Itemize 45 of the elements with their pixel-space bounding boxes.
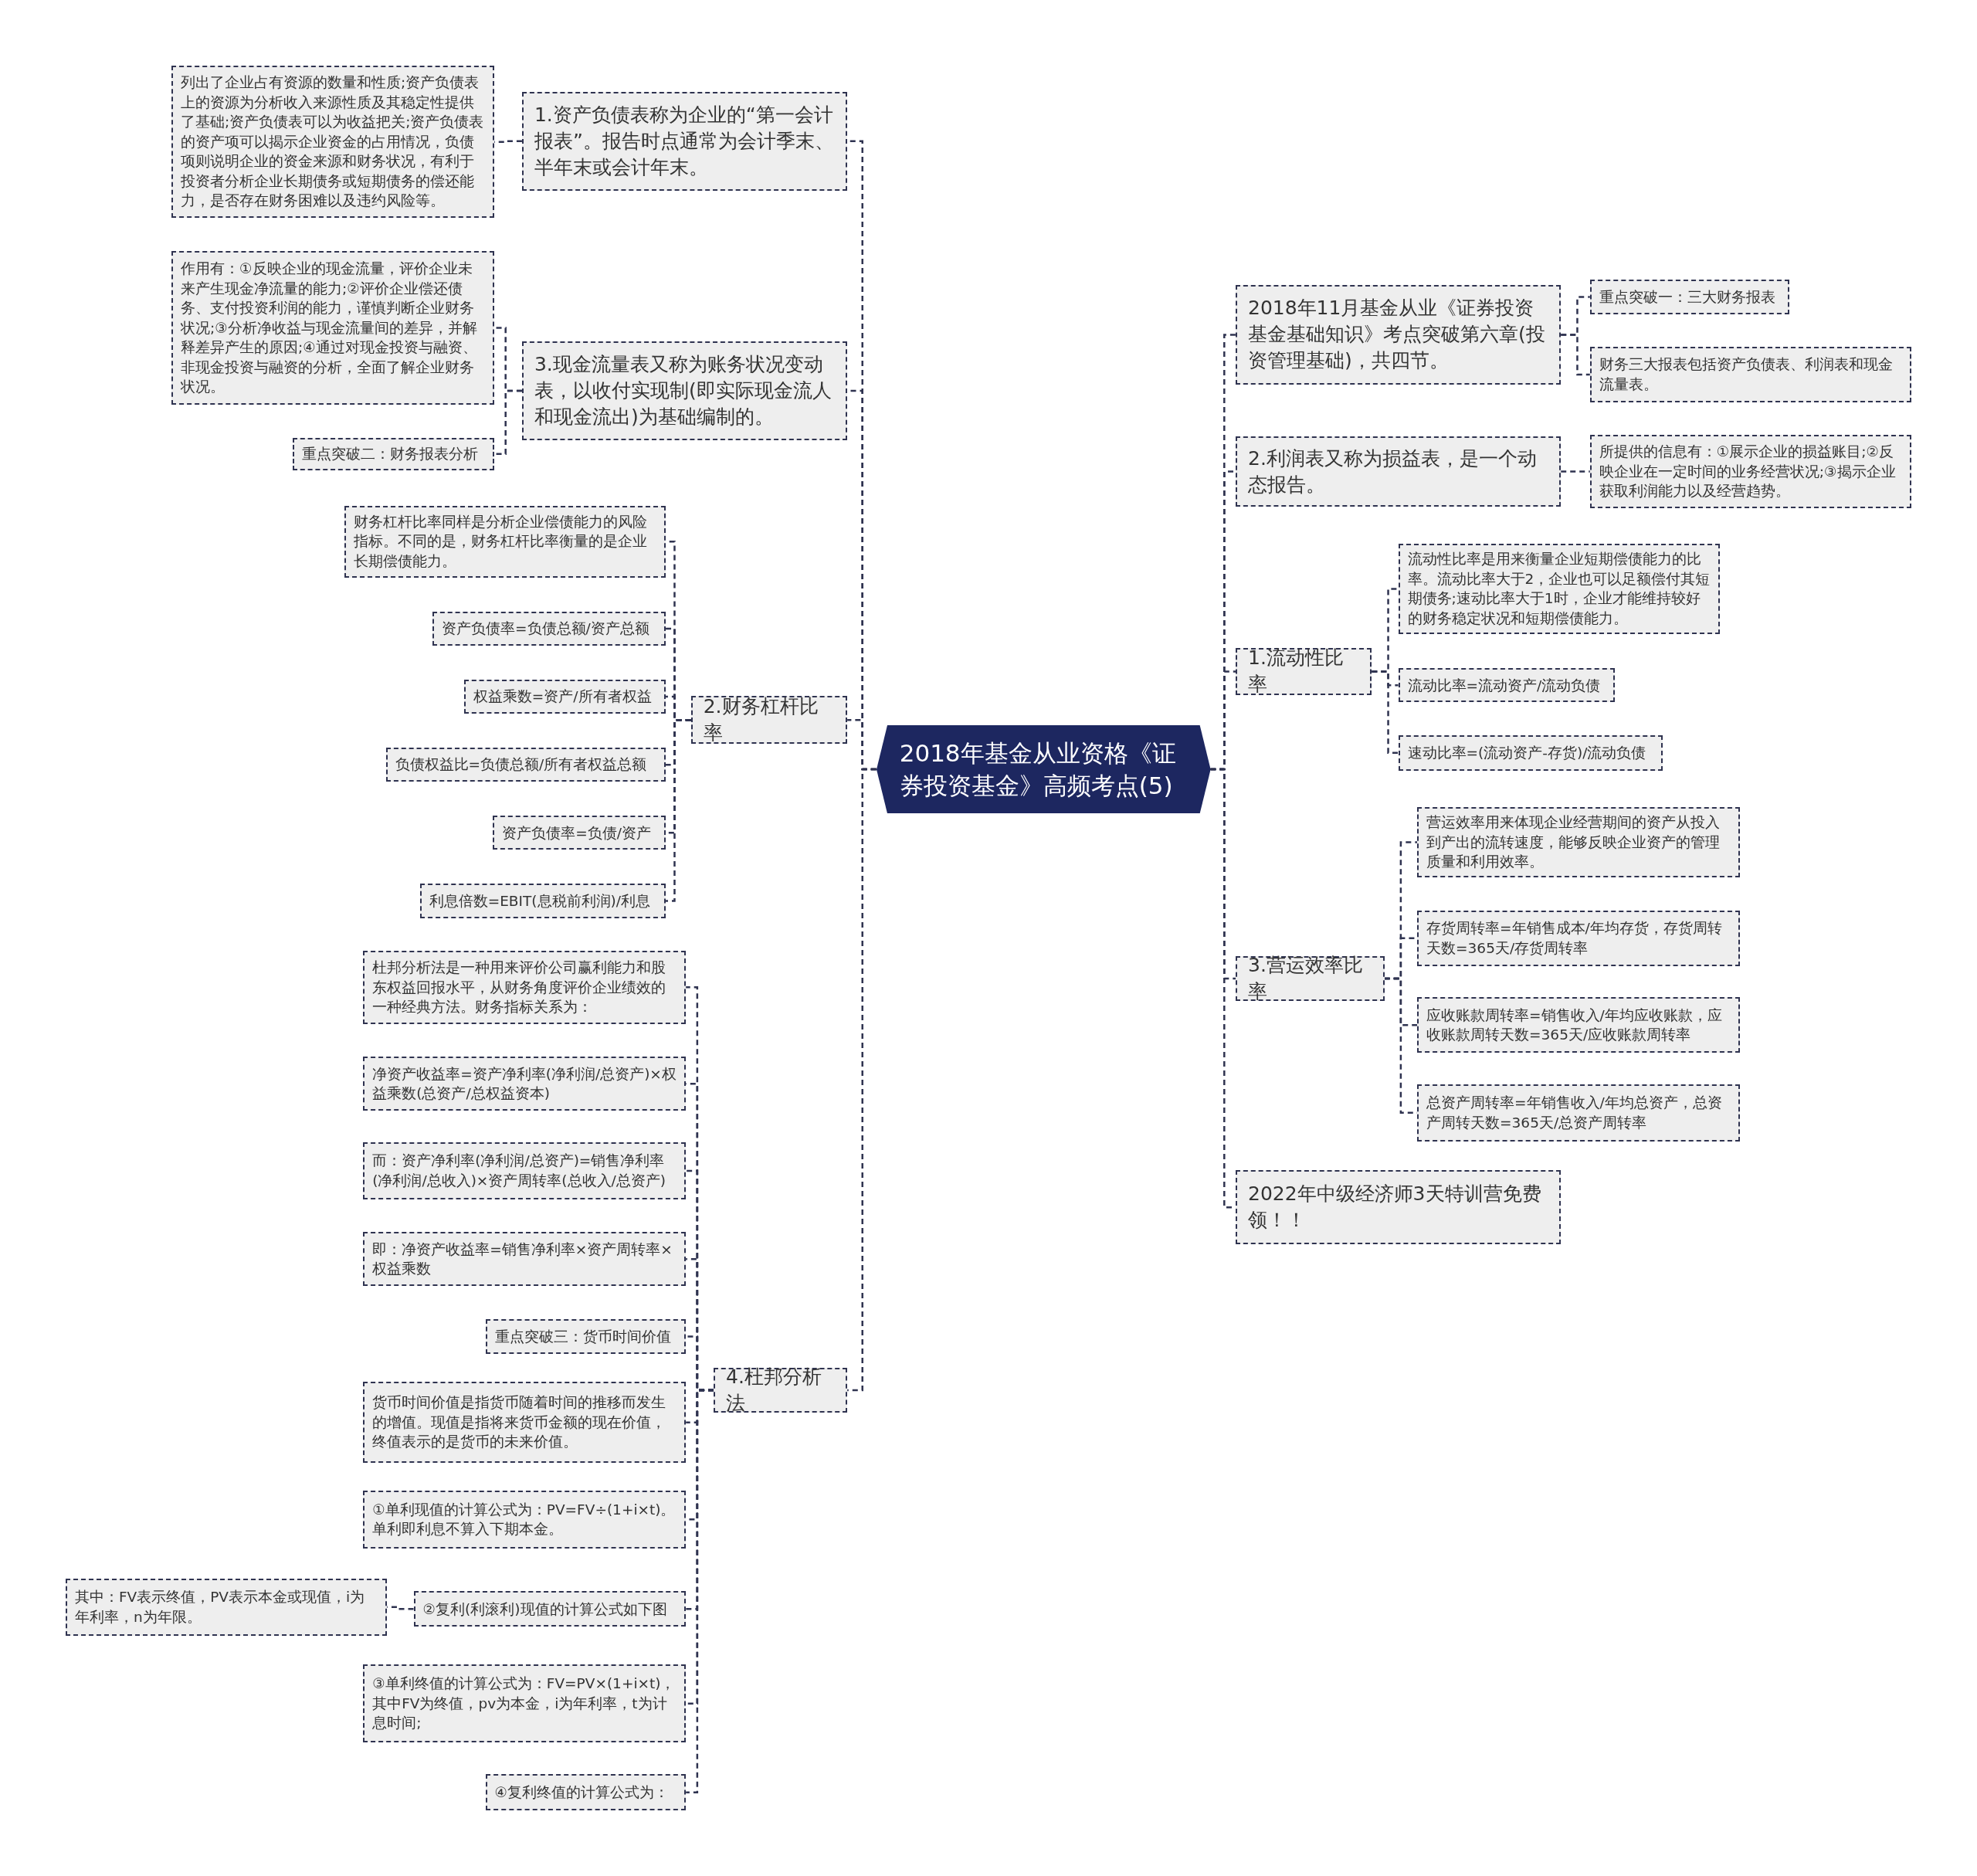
note-box: 营运效率用来体现企业经营期间的资产从投入到产出的流转速度，能够反映企业资产的管理质量和利用效率。 bbox=[1417, 806, 1741, 878]
note-box: 其中：FV表示终值，PV表示本金或现值，i为年利率，n为年限。 bbox=[65, 1579, 388, 1636]
note-box: 资产负债率=负债总额/资产总额 bbox=[432, 611, 666, 646]
topic-box: 2022年中级经济师3天特训营免费领！！ bbox=[1236, 1170, 1562, 1245]
note-box: 货币时间价值是指货币随着时间的推移而发生的增值。现值是指将来货币金额的现在价值，终值表示的是货币的未来价值。 bbox=[363, 1382, 687, 1463]
note-box: 资产负债率=负债/资产 bbox=[493, 816, 666, 850]
note-box: 权益乘数=资产/所有者权益 bbox=[463, 680, 666, 714]
note-box: 净资产收益率=资产净利率(净利润/总资产)×权益乘数(总资产/总权益资本) bbox=[363, 1057, 687, 1111]
note-box: 重点突破三：货币时间价值 bbox=[485, 1318, 687, 1355]
topic-box: 1.资产负债表称为企业的“第一会计报表”。报告时点通常为会计季末、半年末或会计年末。 bbox=[521, 92, 848, 191]
note-box: 流动性比率是用来衡量企业短期偿债能力的比率。流动比率大于2，企业也可以足额偿付其短期债务;速动比率大于1时，企业才能维持较好的财务稳定状况和短期偿债能力。 bbox=[1398, 543, 1720, 635]
note-box: 重点突破一：三大财务报表 bbox=[1589, 280, 1789, 314]
central-topic bbox=[876, 724, 1211, 814]
connector bbox=[1372, 670, 1399, 754]
topic-box: 3.现金流量表又称为账务状况变动表，以收付实现制(即实际现金流人和现金流出)为基础编制的。 bbox=[521, 341, 848, 440]
note-box: 财务杠杆比率同样是分析企业偿债能力的风险指标。不同的是，财务杠杆比率衡量的是企业长期偿债能力。 bbox=[344, 505, 666, 578]
note-box: 即：净资产收益率=销售净利率×资产周转率×权益乘数 bbox=[363, 1232, 687, 1287]
note-box: ②复利(利滚利)现值的计算公式如下图 bbox=[413, 1591, 687, 1627]
topic-box: 3.营运效率比率 bbox=[1236, 955, 1385, 1002]
note-box: ①单利现值的计算公式为：PV=FV÷(1+i×t)。单利即利息不算入下期本金。 bbox=[363, 1490, 687, 1549]
note-box: 总资产周转率=年销售收入/年均总资产，总资产周转天数=365天/总资产周转率 bbox=[1417, 1084, 1741, 1142]
connector bbox=[1561, 334, 1590, 376]
note-box: 财务三大报表包括资产负债表、利润表和现金流量表。 bbox=[1589, 346, 1912, 402]
note-box: 应收账款周转率=销售收入/年均应收账款，应收账款周转天数=365天/应收账款周转率 bbox=[1417, 997, 1741, 1053]
topic-box: 2.财务杠杆比率 bbox=[690, 696, 848, 745]
connector bbox=[494, 389, 522, 455]
note-box: 杜邦分析法是一种用来评价公司赢利能力和股东权益回报水平，从财务角度评价企业绩效的一种经典方法。财务指标关系为： bbox=[363, 951, 687, 1024]
note-box: 重点突破二：财务报表分析 bbox=[292, 437, 494, 470]
note-box: 速动比率=(流动资产-存货)/流动负债 bbox=[1398, 734, 1663, 771]
connector bbox=[666, 719, 691, 902]
note-box: 作用有：①反映企业的现金流量，评价企业未来产生现金净流量的能力;②评价企业偿还债务、支付投资利润的能力，谨慎判断企业财务状况;③分析净收益与现金流量间的差异，并解释差异产生的原因;④通过对现金投资与融资、非现金投资与融资的分析，全面了解企业财务状况。 bbox=[171, 250, 494, 405]
note-box: 流动比率=流动资产/流动负债 bbox=[1398, 668, 1616, 703]
topic-text: 2018年基金从业资格《证券投资基金》高频考点(5) bbox=[899, 738, 1177, 801]
note-box: 而：资产净利率(净利润/总资产)=销售净利率(净利润/总收入)×资产周转率(总收入/总资产) bbox=[363, 1142, 687, 1199]
note-box: 列出了企业占有资源的数量和性质;资产负债表上的资源为分析收入来源性质及其稳定性提供了基础;资产负债表可以为收益把关;资产负债表的资产项可以揭示企业资金的占用情况，负债项则说明企业的资金来源和财务状况，有利于投资者分析企业长期债务或短期债务的偿还能力，是否存在财务困难以及违约风险等。 bbox=[171, 65, 494, 219]
note-box: ④复利终值的计算公式为： bbox=[485, 1774, 687, 1811]
note-box: 负债权益比=负债总额/所有者权益总额 bbox=[385, 748, 666, 782]
note-box: ③单利终值的计算公式为：FV=PV×(1+i×t)，其中FV为终值，pv为本金，i为年利率，t为计息时间; bbox=[363, 1664, 687, 1743]
topic-box: 2.利润表又称为损益表，是一个动态报告。 bbox=[1236, 436, 1562, 507]
topic-box: 2018年11月基金从业《证券投资基金基础知识》考点突破第六章(投资管理基础)，共四节。 bbox=[1236, 284, 1562, 385]
topic-box: 4.杜邦分析法 bbox=[714, 1368, 848, 1413]
topic-box: 1.流动性比率 bbox=[1236, 648, 1372, 695]
note-box: 所提供的信息有：①展示企业的损益账目;②反映企业在一定时间的业务经营状况;③揭示企业获取利润能力以及经营趋势。 bbox=[1589, 435, 1912, 508]
note-box: 存货周转率=年销售成本/年均存货，存货周转天数=365天/存货周转率 bbox=[1417, 910, 1741, 966]
note-box: 利息倍数=EBIT(息税前利润)/利息 bbox=[419, 884, 666, 918]
